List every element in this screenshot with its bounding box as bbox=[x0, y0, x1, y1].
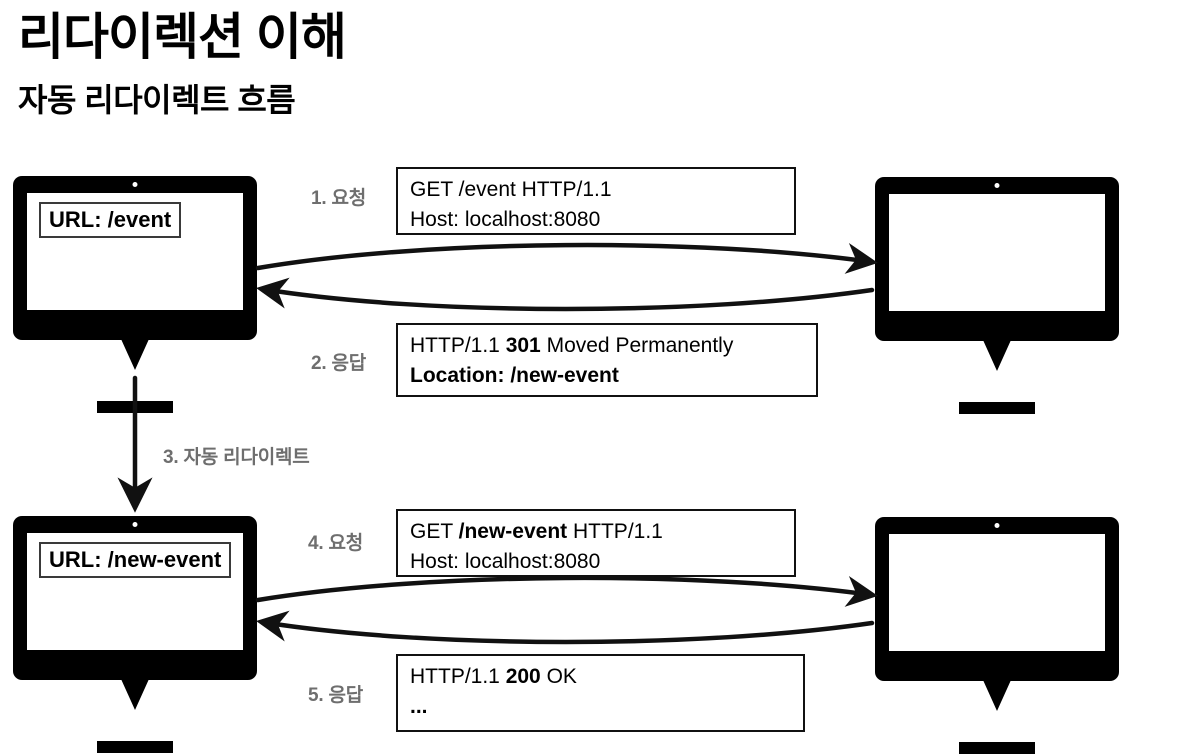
message-line: ... bbox=[410, 694, 428, 718]
server-monitor-bottom bbox=[875, 517, 1119, 754]
message-line: GET /new-event HTTP/1.1 bbox=[410, 520, 663, 543]
monitor-stand bbox=[97, 339, 173, 413]
monitor-camera-icon bbox=[132, 182, 138, 187]
url-bar-top: URL: /event bbox=[39, 202, 182, 239]
message-line: HTTP/1.1 200 OK bbox=[410, 665, 577, 688]
monitor-stand bbox=[959, 680, 1035, 754]
monitor-screen bbox=[889, 534, 1105, 651]
message-box-step-5: HTTP/1.1 200 OK ... bbox=[396, 654, 805, 732]
step-label-5: 5. 응답 bbox=[308, 685, 364, 706]
monitor-stand bbox=[97, 679, 173, 753]
step-label-4: 4. 요청 bbox=[308, 533, 364, 554]
arrow-response-top bbox=[256, 277, 875, 312]
client-monitor-bottom: URL: /new-event bbox=[13, 516, 257, 753]
message-box-step-4: GET /new-event HTTP/1.1 Host: localhost:… bbox=[396, 509, 796, 577]
monitor-screen bbox=[889, 194, 1105, 311]
message-box-step-2: HTTP/1.1 301 Moved Permanently Location:… bbox=[396, 323, 818, 397]
arrow-request-top bbox=[255, 242, 878, 274]
arrow-request-bottom bbox=[255, 575, 878, 607]
message-line: GET /event HTTP/1.1 bbox=[410, 178, 612, 201]
page-subtitle: 자동 리다이렉트 흐름 bbox=[18, 82, 296, 118]
message-line: Host: localhost:8080 bbox=[410, 549, 601, 573]
server-monitor-top bbox=[875, 177, 1119, 414]
step-label-3: 3. 자동 리다이렉트 bbox=[163, 447, 310, 468]
monitor-screen: URL: /event bbox=[27, 193, 243, 310]
monitor-camera-icon bbox=[132, 522, 138, 527]
client-monitor-top: URL: /event bbox=[13, 176, 257, 413]
message-line: Location: /new-event bbox=[410, 363, 619, 387]
url-bar-bottom: URL: /new-event bbox=[39, 542, 232, 579]
page-title: 리다이렉션 이해 bbox=[18, 9, 347, 65]
monitor-camera-icon bbox=[994, 183, 1000, 188]
step-label-2: 2. 응답 bbox=[311, 353, 367, 374]
monitor-screen: URL: /new-event bbox=[27, 533, 243, 650]
step-label-1: 1. 요청 bbox=[311, 188, 367, 209]
arrow-response-bottom bbox=[256, 610, 875, 645]
message-line: HTTP/1.1 301 Moved Permanently bbox=[410, 334, 734, 357]
message-line: Host: localhost:8080 bbox=[410, 207, 601, 231]
message-box-step-1: GET /event HTTP/1.1 Host: localhost:8080 bbox=[396, 167, 796, 235]
monitor-camera-icon bbox=[994, 523, 1000, 528]
monitor-stand bbox=[959, 340, 1035, 414]
